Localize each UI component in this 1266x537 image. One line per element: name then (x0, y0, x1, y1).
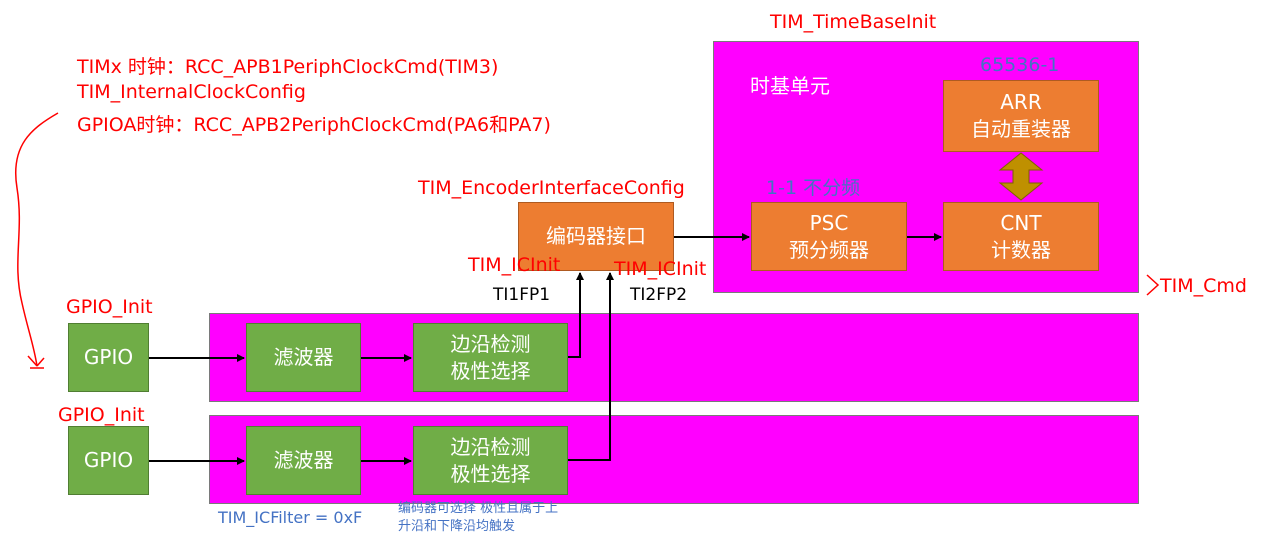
tim-cmd-pointer (1146, 274, 1160, 296)
channel2-edge-block: 边沿检测 极性选择 (413, 426, 568, 495)
channel1-gpio-label: GPIO (83, 345, 134, 369)
handdrawn-bracket-tip (27, 355, 45, 369)
arr-value-label: 65536-1 (980, 54, 1060, 76)
polarity-note-line1: 编码器可选择 极性且属于上 (398, 501, 559, 516)
arr-cnt-double-arrow (998, 152, 1044, 201)
channel1-signal-label: TI1FP1 (493, 285, 551, 305)
psc-block-desc: 预分频器 (789, 237, 869, 262)
channel2-signal-label: TI2FP2 (630, 285, 688, 305)
psc-block-name: PSC (809, 210, 849, 235)
encoder-interface-block: 编码器接口 (518, 202, 674, 271)
channel2-gpio-block: GPIO (68, 426, 149, 495)
note-clock-gpio: GPIOA时钟：RCC_APB2PeriphClockCmd(PA6和PA7) (77, 114, 551, 136)
channel1-filter-label: 滤波器 (273, 345, 334, 369)
cnt-block: CNT 计数器 (943, 202, 1099, 271)
note-clock-tim: TIMx 时钟：RCC_APB1PeriphClockCmd(TIM3) (77, 56, 499, 78)
arr-block-name: ARR (1000, 90, 1042, 114)
filter-note: TIM_ICFilter = 0xF (218, 508, 363, 527)
psc-block: PSC 预分频器 (751, 202, 907, 271)
channel1-edge-line1: 边沿检测 (450, 331, 531, 356)
cnt-block-name: CNT (1000, 210, 1042, 235)
arr-block: ARR 自动重装器 (943, 80, 1099, 152)
time-base-config-label: TIM_TimeBaseInit (770, 11, 937, 33)
channel1-gpio-block: GPIO (68, 323, 149, 392)
channel2-ic-init-label: TIM_ICInit (614, 258, 707, 280)
time-base-title: 时基单元 (750, 74, 830, 98)
ch2-edge-to-encoder-arrow (568, 272, 614, 461)
channel2-gpio-label: GPIO (83, 448, 134, 472)
channel2-filter-label: 滤波器 (273, 448, 334, 472)
tim-cmd-label: TIM_Cmd (1160, 275, 1247, 297)
cnt-block-desc: 计数器 (991, 237, 1051, 262)
channel2-panel (209, 415, 1139, 504)
arr-block-desc: 自动重装器 (971, 117, 1071, 141)
polarity-note-line2: 升沿和下降沿均触发 (398, 519, 516, 534)
channel1-edge-line2: 极性选择 (450, 358, 531, 383)
encoder-config-label: TIM_EncoderInterfaceConfig (418, 177, 685, 199)
psc-value-label: 1-1 不分频 (766, 177, 861, 199)
encoder-interface-label: 编码器接口 (546, 224, 646, 248)
channel1-gpio-init-label: GPIO_Init (66, 296, 153, 318)
channel1-ic-init-label: TIM_ICInit (468, 254, 561, 276)
ch1-edge-to-encoder-arrow (568, 272, 584, 358)
channel2-edge-line1: 边沿检测 (450, 434, 531, 459)
handdrawn-bracket (15, 112, 59, 367)
channel2-edge-line2: 极性选择 (450, 461, 531, 486)
note-internal-clock: TIM_InternalClockConfig (77, 81, 306, 103)
channel1-filter-block: 滤波器 (246, 323, 361, 392)
channel2-filter-block: 滤波器 (246, 426, 361, 495)
channel2-gpio-init-label: GPIO_Init (58, 404, 145, 426)
channel1-edge-block: 边沿检测 极性选择 (413, 323, 568, 392)
